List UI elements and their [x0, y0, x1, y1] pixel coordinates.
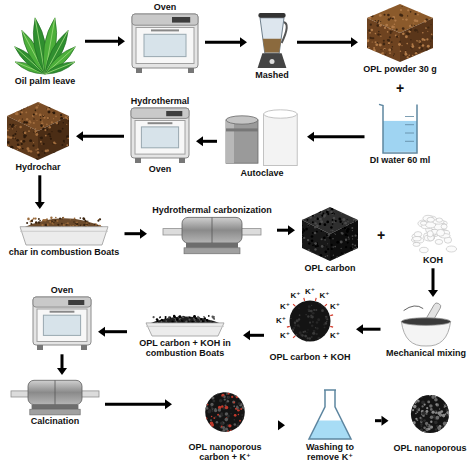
step-node: Oven [128, 2, 202, 74]
step-label: Oil palm leave [15, 76, 76, 86]
ion-label: K⁺ [330, 303, 340, 311]
flow-arrow [76, 131, 124, 141]
step-illustration [375, 100, 425, 155]
step-node: OPL carbon + KOH [267, 290, 353, 362]
ion-label: K⁺ [330, 332, 340, 340]
step-node: KOH [401, 205, 465, 265]
step-node: Hydrochar [3, 100, 73, 172]
flow-arrow [57, 354, 67, 375]
flow-arrow [428, 268, 438, 297]
step-illustration [222, 108, 302, 168]
step-illustration [162, 215, 262, 255]
step-illustration [145, 312, 225, 338]
plus-sign: + [377, 228, 385, 242]
step-label: Washing to remove K⁺ [290, 442, 370, 463]
flow-arrow [105, 399, 172, 409]
step-label: KOH [423, 255, 443, 265]
flow-arrow [196, 136, 217, 146]
step-illustration [397, 385, 463, 443]
ion-label: K⁺ [320, 292, 330, 300]
step-illustration [189, 382, 261, 442]
step-illustration [10, 8, 80, 76]
step-illustration [403, 205, 463, 255]
step-label: Mechanical mixing [386, 348, 466, 358]
step-node: Calcination [8, 378, 102, 426]
step-label: OPL carbon + KOH [269, 352, 350, 362]
plus-sign: + [396, 81, 404, 95]
step-node: Mashed [250, 10, 294, 80]
step-label: OPL nanoporous [394, 443, 467, 453]
step-illustration [300, 205, 360, 263]
flow-arrow [375, 416, 389, 426]
flow-arrow [243, 330, 264, 340]
flow-arrow [307, 132, 365, 142]
flow-arrow [356, 324, 381, 334]
step-label: OPL carbon [305, 263, 356, 273]
flow-arrow [297, 37, 358, 47]
step-label: Hydrothermal [131, 96, 190, 106]
flow-arrow [205, 37, 247, 47]
step-label: Calcination [31, 416, 80, 426]
step-node: OPL carbon [298, 205, 362, 273]
ion-label: K⁺ [291, 292, 301, 300]
step-illustration [305, 388, 355, 442]
step-node: Oven [29, 285, 95, 351]
step-label: OPL powder 30 g [363, 64, 436, 74]
step-label: Autoclave [240, 168, 283, 178]
step-label: DI water 60 ml [370, 155, 431, 165]
step-label: OPL nanoporous carbon + K⁺ [177, 442, 273, 463]
step-illustration [277, 290, 343, 352]
step-illustration [398, 300, 454, 348]
step-illustration [10, 378, 100, 416]
step-node: OPL carbon + KOH in combustion Boats [130, 312, 240, 359]
step-illustration [5, 100, 71, 162]
flow-arrow [85, 36, 125, 46]
step-node: Mechanical mixing [384, 300, 469, 358]
step-label: Oven [51, 285, 74, 295]
step-node: OPL powder 30 g [361, 2, 439, 74]
ion-label: K⁺ [280, 332, 290, 340]
step-node: Oil palm leave [8, 8, 82, 86]
step-node: Washing to remove K⁺ [288, 388, 372, 463]
step-label: char in combustion Boats [9, 247, 120, 257]
step-node: char in combustion Boats [7, 212, 122, 257]
step-node: HydrothermalOven [127, 96, 193, 175]
step-node: OPL nanoporous carbon + K⁺ [175, 382, 275, 463]
step-node: Autoclave [220, 108, 304, 178]
step-label: Mashed [255, 70, 289, 80]
step-node: DI water 60 ml [368, 100, 433, 165]
step-illustration [252, 10, 292, 70]
step-label: Oven [154, 2, 177, 12]
step-label: Oven [149, 164, 172, 174]
ion-label: K⁺ [276, 317, 286, 325]
flow-arrow [98, 327, 127, 337]
step-illustration [19, 212, 109, 247]
step-illustration [31, 295, 93, 351]
step-illustration [129, 106, 191, 164]
step-label: Hydrochar [15, 162, 60, 172]
ion-label: K⁺ [280, 303, 290, 311]
step-illustration [130, 12, 200, 74]
step-node: OPL nanoporous [392, 385, 469, 453]
flow-arrow [277, 225, 295, 235]
step-label: OPL carbon + KOH in combustion Boats [132, 338, 238, 359]
ion-label: K⁺ [305, 288, 315, 296]
flow-arrow [35, 175, 45, 209]
step-node: Hydrothermal carbonization [150, 205, 274, 255]
flow-arrow [278, 420, 285, 430]
step-illustration [365, 2, 435, 64]
step-label: Hydrothermal carbonization [152, 205, 272, 215]
flow-arrow [125, 229, 148, 239]
